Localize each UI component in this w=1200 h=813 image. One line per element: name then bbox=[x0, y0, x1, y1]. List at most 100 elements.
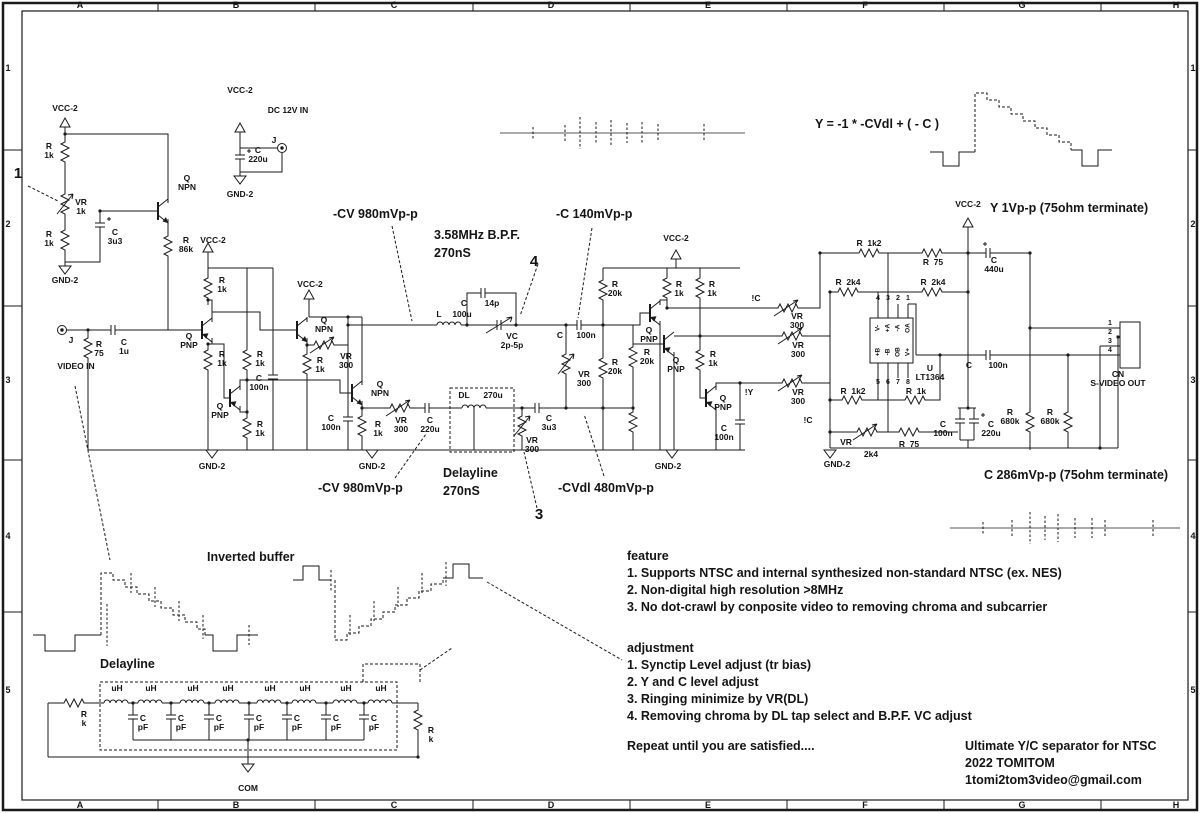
component-label: C pF bbox=[137, 713, 149, 733]
dc-input-label: DC 12V IN bbox=[267, 105, 309, 115]
annotation-delayline: Delayline bbox=[443, 466, 498, 480]
callout-3: 3 bbox=[534, 506, 544, 523]
junction-dots bbox=[63, 132, 1120, 759]
dashed-annotations bbox=[27, 185, 623, 751]
component-label: VCC-2 bbox=[227, 85, 253, 95]
component-label: VCC-2 bbox=[297, 279, 323, 289]
component-label: Q NPN bbox=[315, 315, 333, 335]
components bbox=[57, 117, 1141, 773]
component-label: C 100n bbox=[249, 373, 269, 393]
grid-ref-col: G bbox=[1018, 0, 1026, 10]
grid-ref-col: E bbox=[704, 0, 712, 10]
component-label: R 1k bbox=[674, 279, 684, 299]
repeat-note: Repeat until you are satisfied.... bbox=[627, 739, 815, 753]
component-label: 7 bbox=[896, 379, 900, 386]
waveform-y-top-right bbox=[930, 92, 1112, 167]
component-label: R 2k4 bbox=[920, 277, 946, 287]
component-label: 2 bbox=[1108, 329, 1112, 336]
component-label: 270nS bbox=[434, 246, 471, 260]
component-label: C 440u bbox=[984, 255, 1004, 275]
component-label: VR 300 bbox=[576, 369, 592, 389]
video-in-label: VIDEO IN bbox=[57, 361, 95, 371]
component-label: R 20k bbox=[639, 347, 655, 367]
grid-ref-row: 3 bbox=[1190, 375, 1196, 385]
component-label: VCC-2 bbox=[955, 199, 981, 209]
grid-ref-row: 2 bbox=[1190, 219, 1196, 229]
component-label: 100n bbox=[988, 360, 1008, 370]
component-label: R 1k2 bbox=[840, 386, 866, 396]
component-label: C pF bbox=[330, 713, 342, 733]
component-label: C 3u3 bbox=[107, 227, 123, 247]
grid-ref-col: D bbox=[547, 0, 555, 10]
component-label: C pF bbox=[253, 713, 265, 733]
component-label: uH bbox=[111, 683, 123, 693]
component-label: J bbox=[271, 135, 277, 145]
callout-1: 1 bbox=[13, 165, 23, 182]
feature-item: 1. Supports NTSC and internal synthesize… bbox=[627, 566, 1062, 580]
component-label: R k bbox=[427, 725, 435, 745]
component-label: R 680k bbox=[1000, 407, 1020, 427]
dl-box bbox=[449, 387, 515, 453]
grid-ref-col: A bbox=[76, 800, 84, 810]
component-label: C bbox=[556, 330, 564, 340]
component-label: uH bbox=[375, 683, 387, 693]
component-label: !Y bbox=[744, 387, 754, 397]
component-label: 100u bbox=[452, 309, 472, 319]
component-label: Q NPN bbox=[178, 173, 196, 193]
wires bbox=[47, 131, 1120, 764]
component-label: Q PNP bbox=[667, 355, 685, 375]
component-label: uH bbox=[299, 683, 311, 693]
component-label: VR 300 bbox=[790, 340, 806, 360]
component-label: +B bbox=[874, 347, 882, 357]
grid-ref-col: C bbox=[390, 0, 398, 10]
component-label: GND-2 bbox=[358, 461, 386, 471]
opamp-label: U LT1364 bbox=[915, 363, 945, 383]
credit-author: 2022 TOMITOM bbox=[965, 756, 1055, 770]
component-label: GND-2 bbox=[226, 189, 254, 199]
component-label: 4 bbox=[1108, 347, 1112, 354]
component-label: V+ bbox=[904, 347, 912, 357]
component-label: 270nS bbox=[443, 484, 480, 498]
component-label: VCC-2 bbox=[200, 235, 226, 245]
annotation-cvdl: -CVdl 480mVp-p bbox=[558, 481, 654, 495]
component-label: R 75 bbox=[922, 257, 944, 267]
credit-email: 1tomi2tom3video@gmail.com bbox=[965, 773, 1142, 787]
grid-ref-col: D bbox=[547, 800, 555, 810]
component-label: !C bbox=[803, 415, 813, 425]
component-label: R 680k bbox=[1040, 407, 1060, 427]
component-label: R 1k bbox=[905, 386, 927, 396]
component-label: R 1k bbox=[44, 141, 54, 161]
component-label: C bbox=[460, 298, 468, 308]
component-label: VR 300 bbox=[524, 435, 540, 455]
feature-title: feature bbox=[627, 549, 669, 563]
component-label: C 3u3 bbox=[541, 413, 557, 433]
component-label: R 1k bbox=[373, 419, 383, 439]
grid-ref-row: 1 bbox=[1190, 63, 1196, 73]
component-label: uH bbox=[340, 683, 352, 693]
component-label: C pF bbox=[291, 713, 303, 733]
component-label: uH bbox=[264, 683, 276, 693]
component-label: 3 bbox=[886, 295, 890, 302]
component-label: Q NPN bbox=[371, 379, 389, 399]
component-label: GND-2 bbox=[198, 461, 226, 471]
component-label: GND-2 bbox=[654, 461, 682, 471]
feature-item: 2. Non-digital high resolution >8MHz bbox=[627, 583, 844, 597]
component-label: C 100n bbox=[933, 419, 953, 439]
formula: Y = -1 * -CVdl + ( - C ) bbox=[815, 117, 940, 131]
adjustment-item: 1. Synctip Level adjust (tr bias) bbox=[627, 658, 812, 672]
component-label: 270u bbox=[483, 390, 503, 400]
component-label: 8 bbox=[906, 379, 910, 386]
c-output-label: C 286mVp-p (75ohm terminate) bbox=[984, 468, 1169, 482]
component-label: Q PNP bbox=[714, 393, 732, 413]
component-label: C pF bbox=[175, 713, 187, 733]
adjustment-item: 4. Removing chroma by DL tap select and … bbox=[627, 709, 972, 723]
component-label: R 1k bbox=[707, 279, 717, 299]
component-label: R 1k2 bbox=[856, 238, 882, 248]
component-label: R 86k bbox=[178, 235, 194, 255]
component-label: R 1k bbox=[315, 355, 325, 375]
grid-ref-row: 1 bbox=[5, 63, 11, 73]
adjustment-item: 3. Ringing minimize by VR(DL) bbox=[627, 692, 809, 706]
component-label: 1 bbox=[906, 295, 910, 302]
component-label: R 1k bbox=[217, 349, 227, 369]
